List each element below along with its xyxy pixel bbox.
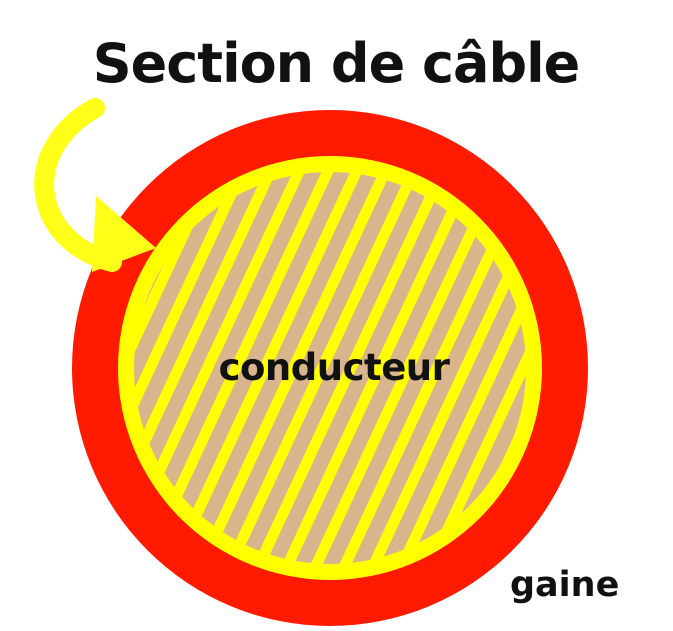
conductor-label: conducteur bbox=[219, 346, 451, 389]
conductor-core bbox=[134, 172, 526, 564]
curved-arrow-icon bbox=[34, 98, 156, 272]
sheath-label: gaine bbox=[510, 565, 619, 605]
title: Section de câble bbox=[93, 32, 580, 95]
